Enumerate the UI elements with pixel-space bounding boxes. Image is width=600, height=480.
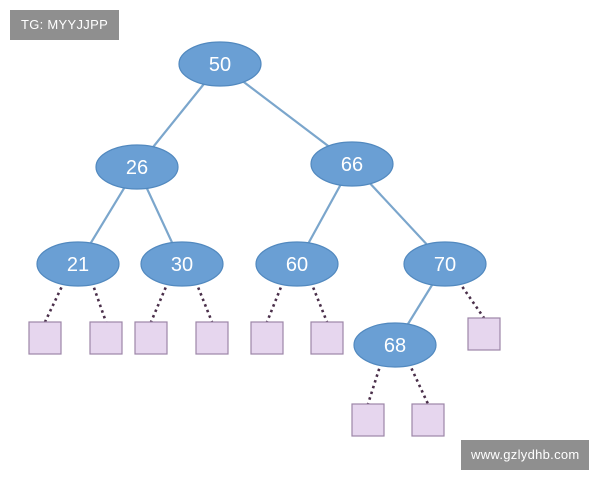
tree-node: 70 [403,241,487,287]
tree-node: 21 [36,241,120,287]
null-leaf-box [310,321,344,355]
null-leaf-box [411,403,445,437]
null-link [43,281,66,323]
tree-node: 50 [178,41,262,87]
tree-node: 60 [255,241,339,287]
tree-node: 30 [140,241,224,287]
null-leaves-layer [28,317,501,437]
tree-node-label: 21 [67,254,89,276]
null-link [407,362,430,405]
tree-nodes-layer: 50 26 66 21 30 60 70 68 [36,41,487,368]
tree-node-ellipse [36,241,120,287]
tree-node: 68 [353,322,437,368]
null-link [366,362,383,405]
null-leaf-box [351,403,385,437]
tree-node-label: 68 [384,335,406,357]
tree-node-label: 66 [341,154,363,176]
tree-node-ellipse [353,322,437,368]
tree-node-ellipse [403,241,487,287]
tree-node-ellipse [95,144,179,190]
tree-node-ellipse [255,241,339,287]
null-link [457,281,486,319]
null-leaf-box [467,317,501,351]
tree-node-label: 60 [286,254,308,276]
null-link [90,281,108,323]
null-leaf-box [250,321,284,355]
null-leaf-box [134,321,168,355]
tree-node-ellipse [178,41,262,87]
tree-node: 26 [95,144,179,190]
tree-edges-layer [77,63,446,346]
null-link [309,281,329,323]
tree-node-ellipse [310,141,394,187]
tree-node-label: 50 [209,54,231,76]
tree-node-label: 30 [171,254,193,276]
null-links-layer [43,281,486,405]
null-link [265,281,285,323]
watermark-bottom-right: www.gzlydhb.com [461,440,589,470]
null-leaf-box [28,321,62,355]
tree-node-ellipse [140,241,224,287]
null-link [149,281,170,323]
tree-node-label: 26 [126,157,148,179]
null-leaf-box [195,321,229,355]
tree-node-label: 70 [434,254,456,276]
watermark-top-left: TG: MYYJJPP [10,10,119,40]
tree-node: 66 [310,141,394,187]
null-leaf-box [89,321,123,355]
null-link [194,281,214,323]
